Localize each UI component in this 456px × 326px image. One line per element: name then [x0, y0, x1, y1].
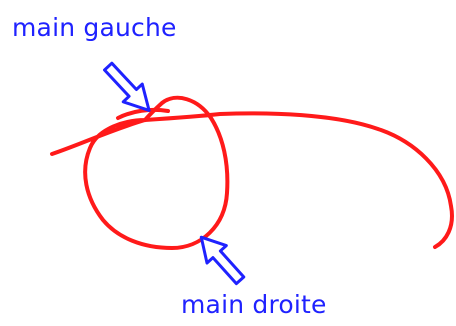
- left-hand-label: main gauche: [12, 13, 177, 42]
- rope-loop: [50, 95, 230, 250]
- rope-overlap: [116, 107, 170, 120]
- left-hand-arrow: [103, 61, 151, 112]
- rope-standing-part: [143, 111, 454, 249]
- right-hand-label: main droite: [181, 290, 327, 319]
- right-hand-arrow: [199, 235, 246, 286]
